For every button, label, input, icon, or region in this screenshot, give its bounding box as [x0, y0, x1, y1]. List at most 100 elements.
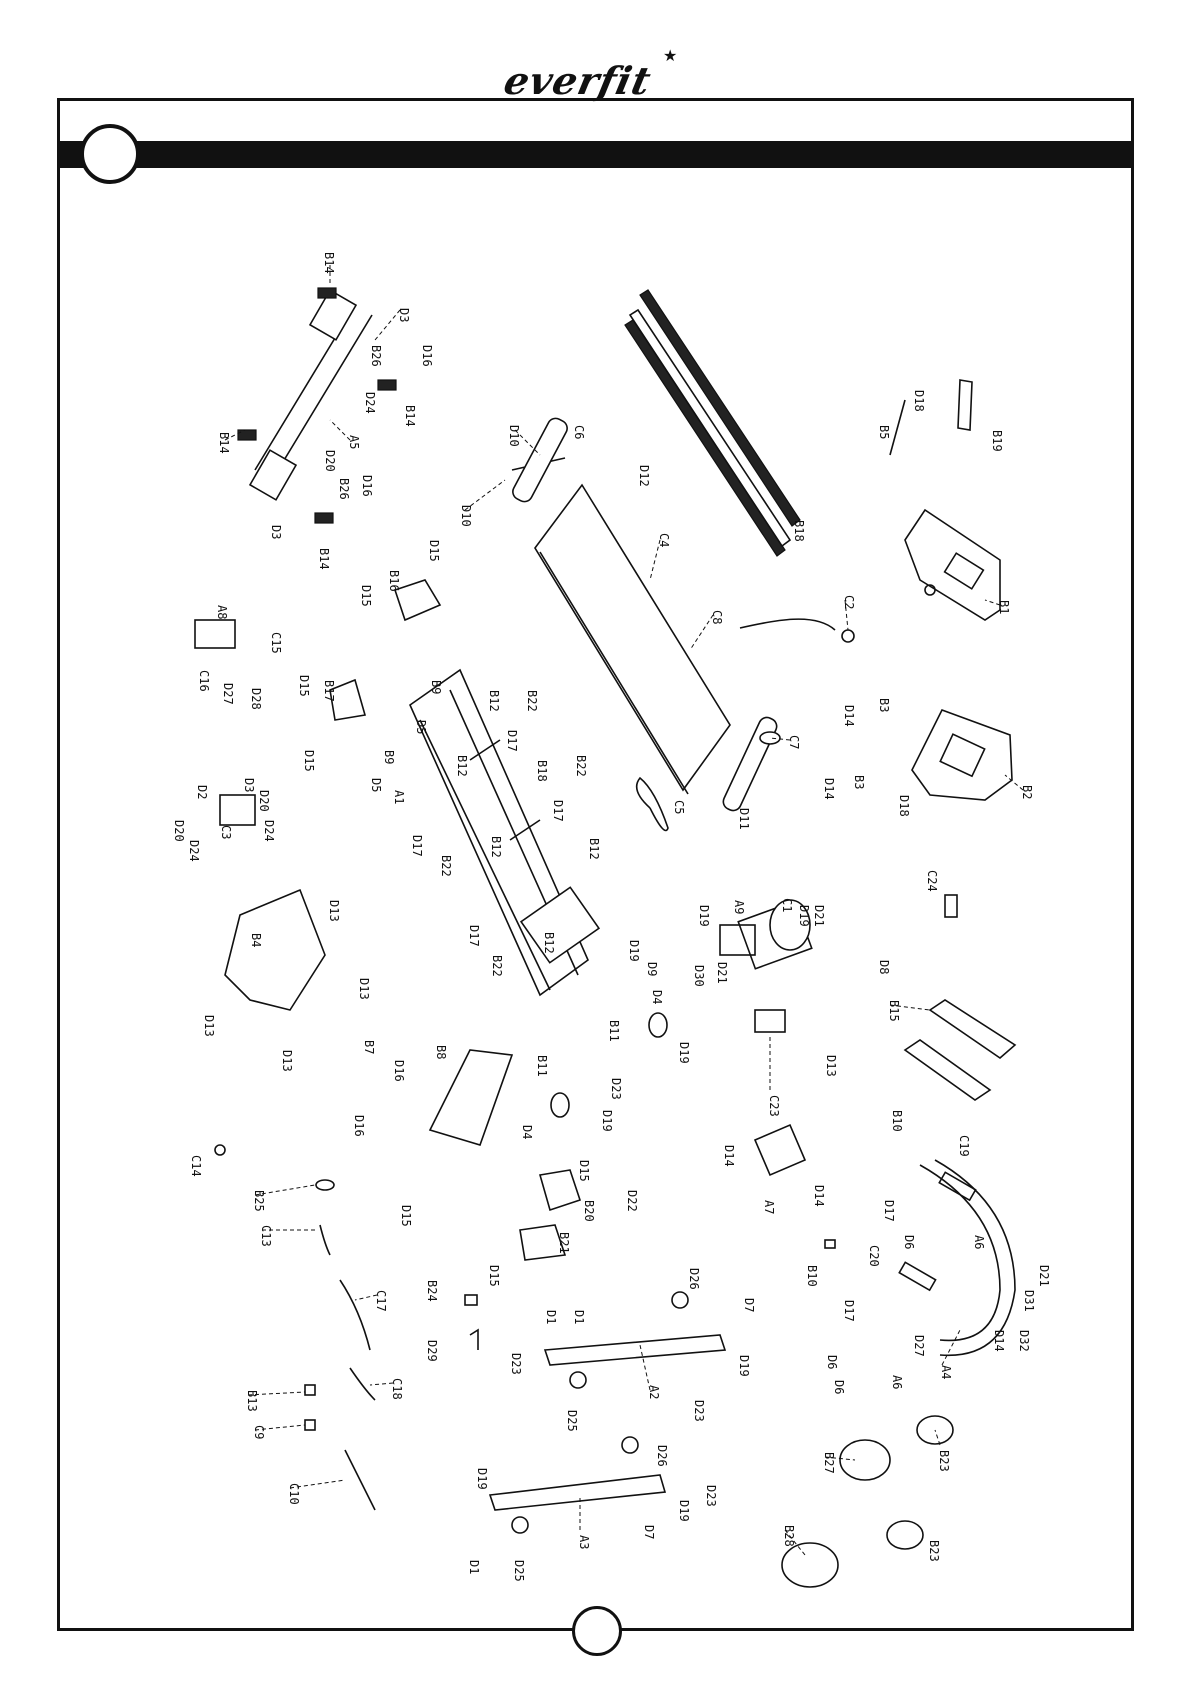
- part-label-d15: D15: [427, 540, 441, 562]
- header-bar: [57, 141, 1134, 168]
- piece-b24: [464, 1294, 478, 1306]
- part-label-d11: D11: [737, 808, 751, 830]
- part-label-b7: B7: [362, 1040, 376, 1054]
- part-label-b11: B11: [535, 1055, 549, 1077]
- part-label-b3: B3: [877, 698, 891, 712]
- part-label-a1: A1: [392, 790, 406, 804]
- part-label-d19: D19: [677, 1042, 691, 1064]
- running-deck-c4: [534, 483, 731, 795]
- part-label-d13: D13: [202, 1015, 216, 1037]
- knob-c14: [214, 1144, 226, 1156]
- base-bar-a3: [488, 1474, 667, 1511]
- part-label-d15: D15: [487, 1265, 501, 1287]
- part-label-c2: C2: [842, 595, 856, 609]
- cover-b20: [538, 1169, 582, 1212]
- part-label-c5: C5: [672, 800, 686, 814]
- part-label-b17: B17: [322, 680, 336, 702]
- part-label-b3: B3: [852, 775, 866, 789]
- part-label-b12: B12: [487, 690, 501, 712]
- part-label-d17: D17: [505, 730, 519, 752]
- part-label-d27: D27: [912, 1335, 926, 1357]
- part-label-d13: D13: [357, 978, 371, 1000]
- part-label-c10: C10: [287, 1483, 301, 1505]
- part-label-b12: B12: [489, 836, 503, 858]
- part-label-d28: D28: [249, 688, 263, 710]
- piece-d29: [469, 1328, 479, 1350]
- part-label-b18: B18: [792, 520, 806, 542]
- rear-roller-c7: [722, 716, 781, 812]
- part-label-d19: D19: [627, 940, 641, 962]
- part-label-d20: D20: [323, 450, 337, 472]
- part-label-c23: C23: [767, 1095, 781, 1117]
- part-label-b14: B14: [217, 432, 231, 454]
- part-label-b2: B2: [1020, 785, 1034, 799]
- part-label-d2: D2: [195, 785, 209, 799]
- part-label-d1: D1: [572, 1310, 586, 1324]
- part-label-d7: D7: [642, 1525, 656, 1539]
- console-b1: [904, 508, 1001, 621]
- part-label-b23: B23: [927, 1540, 941, 1562]
- part-label-d17: D17: [551, 800, 565, 822]
- part-label-b25: B25: [252, 1190, 266, 1212]
- part-label-b22: B22: [525, 690, 539, 712]
- motor-hood-b4: [224, 888, 326, 1011]
- part-label-d23: D23: [692, 1400, 706, 1422]
- cable-c13: [319, 1224, 331, 1256]
- cap-b28: [781, 1542, 839, 1588]
- part-label-d14: D14: [722, 1145, 736, 1167]
- part-label-d4: D4: [650, 990, 664, 1004]
- part-label-a6: A6: [972, 1235, 986, 1249]
- side-rails-b18: [624, 289, 801, 557]
- handrail-b15-2: [903, 1039, 992, 1101]
- part-label-d20: D20: [257, 790, 271, 812]
- cover-b17: [329, 678, 367, 721]
- part-label-c13: C13: [259, 1225, 273, 1247]
- part-label-b10: B10: [890, 1110, 904, 1132]
- part-label-b13: B13: [245, 1390, 259, 1412]
- main-frame-a1: [408, 668, 601, 997]
- part-label-b20: B20: [582, 1200, 596, 1222]
- part-label-a3: A3: [577, 1535, 591, 1549]
- everfit-logo: everfit ★: [500, 46, 695, 103]
- part-label-d16: D16: [352, 1115, 366, 1137]
- part-label-d21: D21: [812, 905, 826, 927]
- part-label-d25: D25: [512, 1560, 526, 1582]
- part-label-a2: A2: [647, 1385, 661, 1399]
- part-label-d10: D10: [507, 425, 521, 447]
- part-label-c19: C19: [957, 1135, 971, 1157]
- cap-b23-2: [886, 1520, 924, 1550]
- part-label-b15: B15: [887, 1000, 901, 1022]
- star-icon: ★: [663, 46, 678, 65]
- switch-c24: [944, 894, 958, 918]
- part-label-c15: C15: [269, 632, 283, 654]
- part-label-d6: D6: [832, 1380, 846, 1394]
- piece-b13: [304, 1384, 316, 1396]
- part-label-d20: D20: [172, 820, 186, 842]
- part-label-d19: D19: [697, 905, 711, 927]
- part-label-d19: D19: [600, 1110, 614, 1132]
- part-label-d7: D7: [742, 1298, 756, 1312]
- handrail-b15: [928, 999, 1017, 1060]
- part-label-d19: D19: [475, 1468, 489, 1490]
- part-label-d21: D21: [1037, 1265, 1051, 1287]
- part-label-d23: D23: [704, 1485, 718, 1507]
- part-label-d16: D16: [360, 475, 374, 497]
- part-label-d16: D16: [392, 1060, 406, 1082]
- piece-c9: [304, 1419, 316, 1431]
- part-label-d5: D5: [414, 720, 428, 734]
- part-label-b26: B26: [369, 345, 383, 367]
- piece-b10: [824, 1239, 836, 1249]
- part-label-d23: D23: [509, 1353, 523, 1375]
- part-label-d19: D19: [677, 1500, 691, 1522]
- part-label-d17: D17: [467, 925, 481, 947]
- part-label-c14: C14: [189, 1155, 203, 1177]
- part-label-b10: B10: [805, 1265, 819, 1287]
- part-label-d15: D15: [577, 1160, 591, 1182]
- part-label-c3: C3: [219, 825, 233, 839]
- part-label-d13: D13: [327, 900, 341, 922]
- safety-key-c2: [739, 618, 836, 631]
- cover-b21: [519, 1224, 567, 1261]
- handlebar-a4: [919, 1164, 1001, 1342]
- part-label-c18: C18: [390, 1378, 404, 1400]
